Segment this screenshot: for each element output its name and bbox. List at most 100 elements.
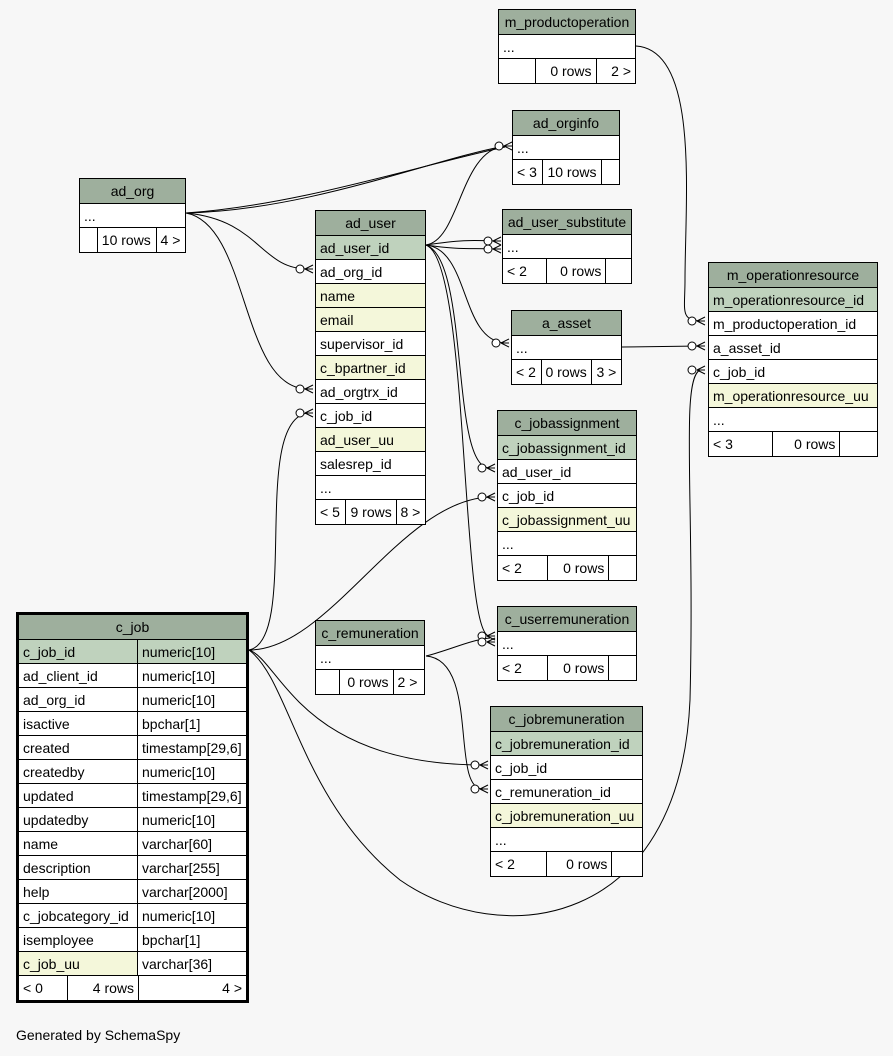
table-footer: 0 rows 2 > [499,59,635,83]
column-name: ad_org_id [23,692,86,708]
table-footer: < 3 0 rows [709,432,877,456]
table-row: ... [499,35,635,59]
table-c-jobassignment[interactable]: c_jobassignment c_jobassignment_id ad_us… [497,410,637,581]
table-row: c_jobassignment_id [498,436,636,460]
crows-foot-marker [696,316,706,326]
table-row: ad_org_id [316,260,425,284]
table-row: ... [316,476,425,500]
table-title: ad_org [80,179,185,204]
table-c-remuneration[interactable]: c_remuneration ... 0 rows 2 > [315,620,425,695]
column-name: c_jobcategory_id [23,908,129,924]
edge-endpoint-marker [477,492,487,502]
crows-foot-marker [479,760,489,770]
table-ad-org[interactable]: ad_org ... 10 rows 4 > [79,178,186,253]
table-row: a_asset_id [709,336,877,360]
table-ad-orginfo[interactable]: ad_orginfo ... < 3 10 rows [512,110,620,185]
column-name: isactive [23,716,70,732]
table-row: ad_user_id [316,236,425,260]
relationship-edge [248,649,484,766]
edge-endpoint-marker [295,264,305,274]
table-ad-user[interactable]: ad_user ad_user_id ad_org_id name email … [315,210,426,525]
column-type: varchar[2000] [137,880,246,903]
table-m-operationresource[interactable]: m_operationresource m_operationresource_… [708,262,878,457]
table-ad-user-substitute[interactable]: ad_user_substitute ... < 2 0 rows [502,209,632,284]
column-row: c_jobcategory_id numeric[10] [19,904,246,928]
crows-foot-marker [486,631,496,641]
table-footer: 10 rows 4 > [80,228,185,252]
table-title: c_jobassignment [498,411,636,436]
edge-endpoint-marker [491,338,501,348]
edge-endpoint-marker [483,236,493,246]
column-row: description varchar[255] [19,856,246,880]
table-row: c_jobremuneration_id [491,732,642,756]
edge-endpoint-marker [687,316,697,326]
relationship-edge [248,412,309,651]
column-type: numeric[10] [137,904,246,927]
relationship-edge [185,212,309,390]
relationship-edge [425,655,484,790]
edge-endpoint-marker [470,760,480,770]
column-type: numeric[10] [137,808,246,831]
crows-foot-marker [696,341,706,351]
column-row: updatedby numeric[10] [19,808,246,832]
edge-endpoint-marker [687,365,697,375]
column-type: bpchar[1] [137,928,246,951]
table-row: c_job_id [316,404,425,428]
edge-endpoint-marker [295,408,305,418]
crows-foot-marker [696,365,706,375]
table-row: c_job_id [491,756,642,780]
crows-foot-marker [492,236,502,246]
crows-foot-marker [486,637,496,647]
table-title: m_operationresource [709,263,877,288]
table-footer: < 2 0 rows 3 > [512,360,621,384]
table-row: c_jobremuneration_uu [491,804,642,828]
edge-endpoint-marker [477,637,487,647]
column-row: help varchar[2000] [19,880,246,904]
table-footer: < 2 0 rows [498,556,636,580]
table-row: ... [709,408,877,432]
relationship-edge [425,244,491,469]
table-row: ad_user_uu [316,428,425,452]
table-row: ad_orgtrx_id [316,380,425,404]
column-name: help [23,884,50,900]
column-type: numeric[10] [137,760,246,783]
column-type: numeric[10] [137,688,246,711]
column-name: description [23,860,91,876]
table-m-productoperation[interactable]: m_productoperation ... 0 rows 2 > [498,9,636,84]
column-type: varchar[60] [137,832,246,855]
table-a-asset[interactable]: a_asset ... < 2 0 rows 3 > [511,310,622,385]
table-row: ... [498,632,636,656]
table-title: a_asset [512,311,621,336]
column-name: c_job_uu [23,956,80,972]
crows-foot-marker [486,463,496,473]
table-row: supervisor_id [316,332,425,356]
table-row: c_job_id [709,360,877,384]
column-name: updatedby [23,812,89,828]
table-title: ad_orginfo [513,111,619,136]
edge-endpoint-marker [470,784,480,794]
table-c-userremuneration[interactable]: c_userremuneration ... < 2 0 rows [497,606,637,681]
table-footer: < 3 10 rows [513,160,619,184]
table-title: c_remuneration [316,621,424,646]
column-type: numeric[10] [137,640,246,663]
relationship-edge [185,212,309,270]
table-row: ... [512,336,621,360]
relationship-edge [621,345,701,348]
table-row: email [316,308,425,332]
column-name: isemployee [23,932,94,948]
crows-foot-marker [503,141,513,151]
table-c-jobremuneration[interactable]: c_jobremuneration c_jobremuneration_id c… [490,706,643,877]
relationship-edge [425,244,506,344]
crows-foot-marker [486,492,496,502]
table-title: ad_user [316,211,425,236]
relationship-edge [635,45,701,322]
table-row: ... [513,136,619,160]
column-type: varchar[255] [137,856,246,879]
relationship-edge [425,244,491,637]
